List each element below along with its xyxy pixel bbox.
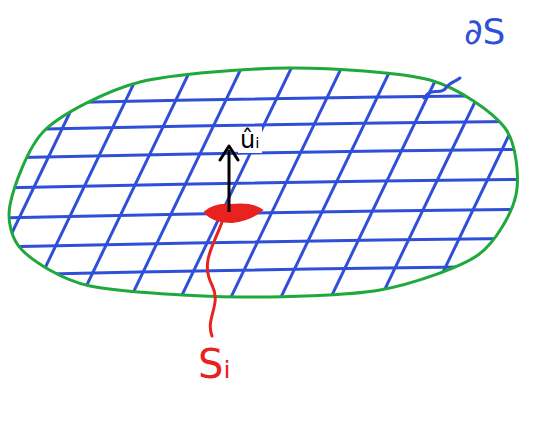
grid-line <box>0 149 558 158</box>
grid-line <box>0 238 558 247</box>
grid-line <box>0 121 558 130</box>
grid-line <box>320 50 450 320</box>
grid-line <box>370 50 500 320</box>
boundary-label: ∂S <box>462 12 507 52</box>
element-label: Sᵢ <box>196 342 233 386</box>
grid-line <box>420 50 550 320</box>
surface-grid <box>0 50 558 320</box>
surface-boundary <box>9 68 517 297</box>
grid-line <box>520 50 558 320</box>
normal-vector <box>228 150 231 212</box>
vector-label: ûᵢ <box>238 127 262 153</box>
arrowhead <box>220 146 238 160</box>
grid-line <box>270 50 400 320</box>
grid-line <box>20 50 150 320</box>
grid-line <box>170 50 300 320</box>
surface-element <box>205 205 262 222</box>
grid-line <box>70 50 200 320</box>
leader-line <box>207 222 222 336</box>
grid-line <box>470 50 558 320</box>
leader-line <box>424 78 460 98</box>
grid-line <box>0 266 558 275</box>
grid-line <box>220 50 350 320</box>
grid-line <box>0 50 50 320</box>
grid-line <box>120 50 250 320</box>
